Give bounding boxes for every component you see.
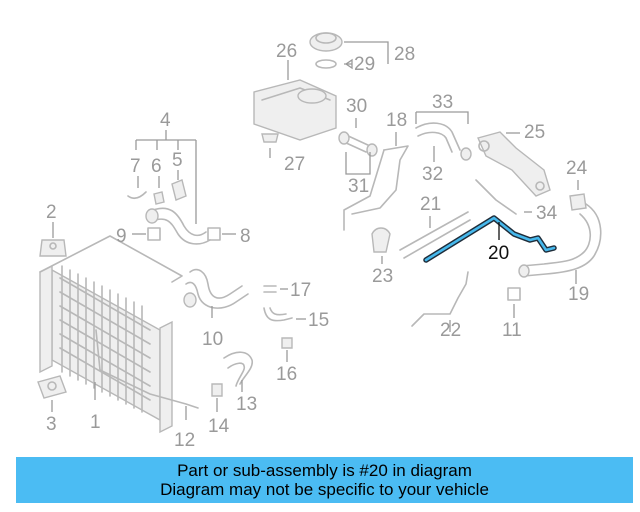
callout-1[interactable]: 1: [90, 412, 101, 433]
callout-34[interactable]: 34: [536, 203, 558, 224]
callout-8[interactable]: 8: [240, 226, 251, 247]
cap-part-28[interactable]: [309, 32, 343, 52]
sensor-part-5[interactable]: [171, 179, 187, 201]
radiator-part-1[interactable]: [39, 235, 199, 434]
callout-28[interactable]: 28: [394, 44, 415, 65]
callout-15[interactable]: 15: [308, 310, 329, 331]
pipe-part-22[interactable]: [411, 271, 469, 327]
callout-7[interactable]: 7: [130, 156, 141, 177]
coolant-pipe-part-20[interactable]: [423, 215, 557, 263]
pipe-part-21[interactable]: [399, 211, 471, 259]
hose-part-4[interactable]: [145, 207, 211, 245]
clamp-part-11[interactable]: [507, 287, 521, 301]
banner-line-1: Part or sub-assembly is #20 in diagram: [177, 461, 472, 480]
bracket-part-2[interactable]: [39, 239, 67, 257]
callout-4[interactable]: 4: [160, 110, 171, 131]
callout-3[interactable]: 3: [46, 414, 57, 435]
sleeve-part-24[interactable]: [569, 193, 587, 211]
callout-25[interactable]: 25: [524, 122, 545, 143]
callout-30[interactable]: 30: [346, 96, 367, 117]
callout-6[interactable]: 6: [151, 156, 162, 177]
callout-27[interactable]: 27: [284, 154, 305, 175]
housing-part-25[interactable]: [477, 131, 551, 197]
callout-2[interactable]: 2: [46, 202, 57, 223]
seal-part-29[interactable]: [315, 59, 337, 69]
bolt-part-16[interactable]: [281, 337, 293, 349]
clamp-part-9[interactable]: [147, 227, 161, 241]
hose-part-10[interactable]: [183, 268, 249, 309]
callout-16[interactable]: 16: [276, 364, 297, 385]
pipe-part-31[interactable]: [343, 149, 385, 231]
callout-13[interactable]: 13: [236, 394, 257, 415]
callout-18[interactable]: 18: [386, 110, 407, 131]
hose-part-19[interactable]: [518, 203, 602, 278]
callout-11[interactable]: 11: [502, 320, 522, 341]
mount-part-3[interactable]: [37, 375, 67, 399]
callout-10[interactable]: 10: [202, 329, 223, 350]
callout-9[interactable]: 9: [116, 226, 127, 247]
banner-line-2: Diagram may not be specific to your vehi…: [160, 480, 489, 499]
notice-banner: Part or sub-assembly is #20 in diagram D…: [16, 457, 633, 503]
pipe-part-34[interactable]: [475, 179, 517, 215]
expansion-tank-part-26[interactable]: [253, 79, 337, 141]
gasket-part-23[interactable]: [371, 227, 391, 253]
callout-24[interactable]: 24: [566, 158, 588, 179]
callout-12[interactable]: 12: [174, 430, 195, 451]
callout-32[interactable]: 32: [422, 164, 443, 185]
hose-part-13[interactable]: [223, 351, 254, 387]
callout-20[interactable]: 20: [488, 243, 509, 264]
clamp-part-17[interactable]: [263, 285, 277, 293]
hose-part-30[interactable]: [338, 131, 378, 157]
callout-14[interactable]: 14: [208, 416, 230, 437]
clip-part-7[interactable]: [127, 191, 147, 200]
callout-22[interactable]: 22: [440, 320, 461, 341]
parts-diagram: 1 2 3 4 7 6 5 9 8 10 12: [37, 32, 602, 451]
callout-31[interactable]: 31: [348, 176, 369, 197]
hose-part-15[interactable]: [263, 307, 293, 322]
cap-part-27[interactable]: [261, 133, 279, 143]
callout-29[interactable]: 29: [354, 54, 375, 75]
callout-26[interactable]: 26: [276, 41, 297, 62]
pipe-part-18[interactable]: [351, 145, 409, 215]
clamp-part-8[interactable]: [207, 227, 221, 241]
hose-part-32[interactable]: [415, 122, 472, 161]
callout-17[interactable]: 17: [290, 280, 311, 301]
callout-21[interactable]: 21: [420, 194, 441, 215]
clip-part-6[interactable]: [153, 191, 165, 205]
callout-5[interactable]: 5: [172, 150, 183, 171]
clip-part-14[interactable]: [211, 383, 223, 397]
callout-33[interactable]: 33: [432, 92, 453, 113]
callout-23[interactable]: 23: [372, 266, 393, 287]
callout-19[interactable]: 19: [568, 284, 589, 305]
